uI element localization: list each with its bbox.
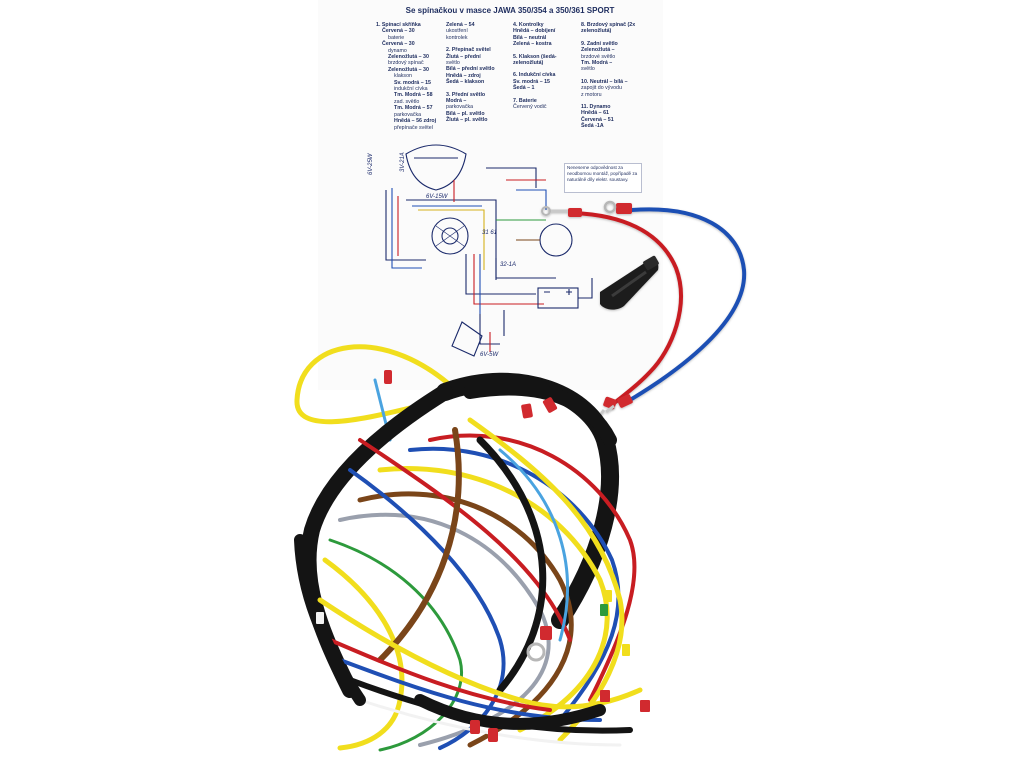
legend-line: baterie <box>388 34 405 41</box>
disclaimer-note: Neneseme odpovědnost za neodbornou montá… <box>564 163 642 193</box>
legend-line: 9. Zadní světlo <box>581 40 618 47</box>
wiring-diagram-sheet: Se spínačkou v masce JAWA 350/354 a 350/… <box>318 0 663 390</box>
legend-line: světlo <box>446 60 460 67</box>
legend-line: 10. Neutrál – bílá – <box>581 78 628 85</box>
legend-line: Tm. Modrá – 58 <box>394 92 433 99</box>
headlight-symbol <box>405 144 467 191</box>
legend-line: zad. světlo <box>394 98 420 105</box>
legend-line: klakson <box>394 73 412 80</box>
legend-line: Žlutá – přední <box>446 53 481 60</box>
diagram-label-tail: 6V-5W <box>480 352 499 358</box>
legend-line: kontrolek <box>446 34 468 41</box>
legend-line: Červený vodič <box>513 104 547 111</box>
legend-line: Bílá – přední světlo <box>446 66 495 73</box>
legend-line: parkovačka <box>394 111 422 118</box>
legend-line: parkovačka <box>446 104 474 111</box>
legend-line: Šedá -1A <box>581 123 604 130</box>
legend-line: 11. Dynamo <box>581 104 611 111</box>
legend-line: Tm. Modrá – 57 <box>394 105 433 112</box>
fuse-holder <box>600 255 659 310</box>
legend-line: zapojit do vývodu <box>581 85 622 92</box>
legend-line: Sv. modrá – 15 <box>513 78 550 85</box>
legend-line: Sv. modrá – 15 <box>394 79 431 86</box>
taillight-symbol <box>451 321 483 357</box>
legend-line: Zelenožlutá – 30 <box>388 66 429 73</box>
legend-line: světlo <box>581 66 595 73</box>
legend-line: 7. Baterie <box>513 97 537 104</box>
legend-line: ukostření <box>446 28 468 35</box>
diagram-label-dynamo-terminals: 31 61 <box>482 230 498 236</box>
legend-line: Šedá – klakson <box>446 79 485 86</box>
legend-line: Červená – 51 <box>581 116 614 123</box>
harness-terminals <box>316 397 650 742</box>
loose-blue-wire <box>603 200 747 414</box>
wiring-harness-bundle <box>294 344 643 752</box>
legend-line: 3. Přední světlo <box>446 91 486 98</box>
legend-line: Tm. Modrá – <box>581 60 613 67</box>
legend-line: Bílá – pl. světlo <box>446 110 485 117</box>
legend-line: Žlutá – pl. světlo <box>446 117 488 124</box>
sheet-title: Se spínačkou v masce JAWA 350/354 a 350/… <box>405 6 615 15</box>
legend-line: z motoru <box>581 91 602 98</box>
legend-line: Hnědá – 61 <box>581 110 609 117</box>
legend-line: Hnědá – 56 zdroj <box>394 118 437 125</box>
wiring-schematic <box>385 144 593 357</box>
legend-line: dynamo <box>388 47 407 54</box>
legend-line: 6. Indukční cívka <box>513 72 556 79</box>
legend-line: přepínače světel <box>394 124 433 131</box>
legend-line: Hnědá – zdroj <box>446 72 481 79</box>
legend-line: 2. Přepínač světel <box>446 47 491 54</box>
legend-line: Zelená – 54 <box>446 22 475 28</box>
diagram-label-fuse: 32-1A <box>500 262 517 268</box>
loose-red-wire <box>541 206 683 421</box>
legend-line: 5. Klakson (šedá-zelenožlutá) <box>513 53 557 67</box>
legend-line: Hnědá – dobíjení <box>513 28 556 35</box>
legend-line: Modrá – <box>446 98 467 105</box>
diagram-label-position: 6V-15W <box>426 194 448 200</box>
legend-line: brzdové světlo <box>581 53 616 60</box>
legend-line: Červená – 30 <box>382 41 415 48</box>
legend-line: 4. Kontrolky <box>513 22 544 28</box>
legend-line: Zelená – kostra <box>513 41 552 48</box>
legend-line: brzdový spínač <box>388 60 424 67</box>
legend-line: Zelenožlutá – <box>581 47 615 54</box>
legend-line: indukční cívka <box>394 86 428 93</box>
ignition-switch-symbol <box>431 217 469 255</box>
legend-line: Bílá – neutrál <box>513 34 547 41</box>
legend-line: 1. Spínací skříňka <box>376 22 421 28</box>
legend-line: 8. Brzdový spínač (2x zelenožlutá) <box>581 22 636 35</box>
legend-column-4: 8. Brzdový spínač (2x zelenožlutá) 9. Zad… <box>581 22 653 130</box>
legend-line: Zelenožlutá – 30 <box>388 54 429 61</box>
legend-line: Šedá – 1 <box>513 85 535 92</box>
legend-line: Červená – 30 <box>382 28 415 35</box>
